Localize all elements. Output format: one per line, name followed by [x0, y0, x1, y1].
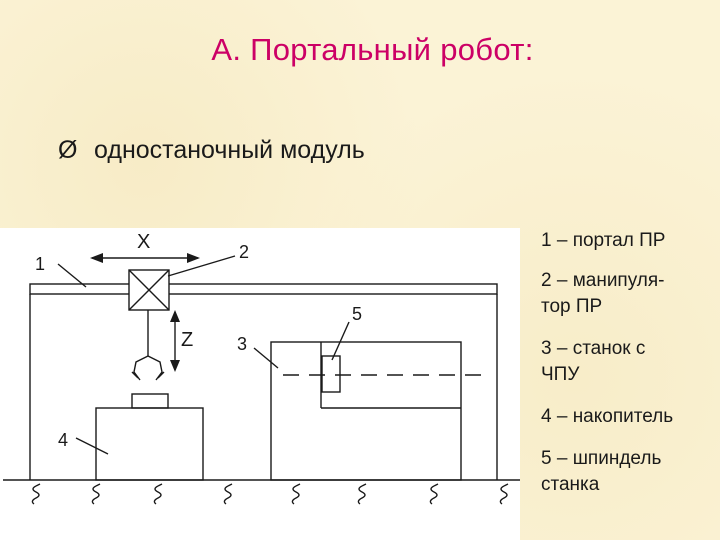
leader-4 [75, 437, 109, 455]
label-4: 4 [58, 430, 68, 450]
foundation-marks [31, 483, 509, 505]
x-axis-label: X [137, 231, 150, 253]
storage-body [95, 407, 204, 481]
label-3: 3 [237, 334, 247, 354]
label-2: 2 [239, 242, 249, 262]
legend-item-storage: 4 – накопитель [541, 406, 674, 427]
z-arrowhead-up [170, 310, 180, 322]
leader-3 [253, 347, 279, 369]
bullet-text: одностаночный модуль [94, 136, 365, 164]
legend-item-manipulator: 2 – манипуля- тор ПР [541, 270, 665, 317]
label-5: 5 [352, 304, 362, 324]
arrow-bullet-icon: Ø [58, 136, 78, 164]
legend-item-cnc-machine: 3 – станок с ЧПУ [541, 338, 646, 385]
leader-1 [57, 263, 87, 288]
slide-title: А. Портальный робот: [211, 32, 534, 67]
z-arrowhead-down [170, 360, 180, 372]
legend-item-portal: 1 – портал ПР [541, 230, 666, 251]
leader-5 [331, 321, 350, 361]
gripper-icon [131, 355, 165, 381]
x-arrowhead-left [90, 253, 103, 263]
manipulator-carriage [128, 269, 170, 311]
spindle [321, 355, 341, 393]
label-1: 1 [35, 254, 45, 274]
portal-beam [29, 283, 498, 295]
cnc-machine-body [270, 341, 462, 481]
storage-top [131, 393, 169, 409]
legend-item-spindle: 5 – шпиндель станка [541, 448, 662, 495]
diagram-panel [0, 228, 520, 540]
leader-2 [167, 255, 236, 277]
z-axis-label: Z [181, 329, 193, 351]
x-arrowhead-right [187, 253, 200, 263]
legend: 1 – портал ПР 2 – манипуля- тор ПР 3 – с… [541, 228, 719, 514]
